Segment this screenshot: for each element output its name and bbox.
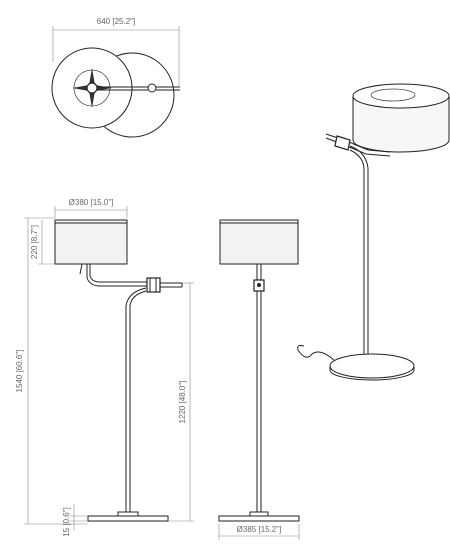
lamp-shade-side bbox=[219, 219, 299, 265]
base-perspective bbox=[329, 353, 415, 379]
base-height-label: 15 [0.6"] bbox=[62, 507, 71, 537]
power-cord bbox=[297, 345, 335, 361]
top-width-label: 640 [25.2"] bbox=[97, 17, 135, 26]
perspective-view bbox=[297, 83, 450, 381]
base-front bbox=[87, 515, 169, 522]
total-height-label: 1540 [60.6"] bbox=[15, 350, 24, 393]
front-view: Ø380 [15.0"] 1540 [60.6"] 220 [8.7"] bbox=[15, 198, 194, 537]
base-diameter-label: Ø385 [15.2"] bbox=[237, 525, 282, 534]
base-side bbox=[218, 515, 300, 522]
side-view: Ø385 [15.2"] bbox=[218, 219, 300, 540]
shade-diameter-label: Ø380 [15.0"] bbox=[69, 198, 114, 207]
shade-height-label: 220 [8.7"] bbox=[30, 225, 39, 259]
top-view: 640 [25.2"] bbox=[51, 17, 180, 138]
arm-height-label: 1220 [48.0"] bbox=[178, 381, 187, 424]
lamp-shade-front bbox=[54, 219, 128, 265]
